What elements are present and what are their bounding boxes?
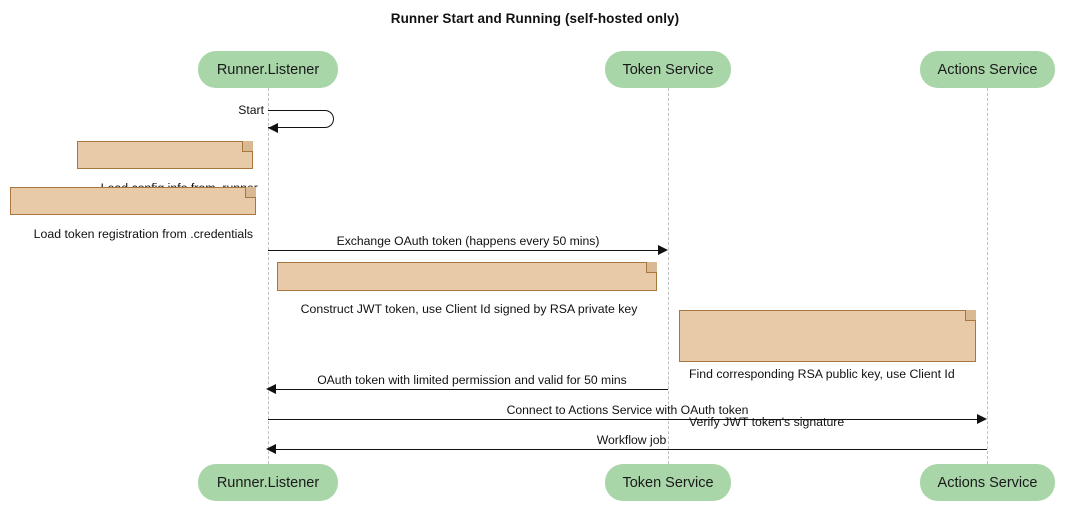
message-label-start: Start [238,103,264,117]
lifeline-actions [987,88,988,464]
note-fold-corner [965,310,976,321]
note-text-line1: Find corresponding RSA public key, use C… [689,367,955,381]
participant-runner-top[interactable]: Runner.Listener [198,51,338,88]
participant-token-top[interactable]: Token Service [605,51,731,88]
participant-label: Token Service [622,474,714,491]
note-load-token-registration: Load token registration from .credential… [10,187,256,241]
participant-label: Actions Service [937,474,1038,491]
message-label-oauth-token-response: OAuth token with limited permission and … [317,373,627,387]
message-arrowhead-workflow-job [266,444,276,454]
participant-label: Token Service [622,61,714,78]
participant-label: Runner.Listener [216,61,320,78]
message-label-exchange-oauth-token: Exchange OAuth token (happens every 50 m… [336,234,600,248]
message-arrowhead-exchange-oauth-token [658,245,668,255]
note-construct-jwt-token: Construct JWT token, use Client Id signe… [277,262,657,316]
message-selfloop-start [268,110,334,128]
participant-actions-bottom[interactable]: Actions Service [920,464,1055,501]
note-text-line2: Verify JWT token's signature [689,415,845,429]
diagram-title: Runner Start and Running (self-hosted on… [390,11,680,26]
message-arrowhead-connect-actions-service [977,414,987,424]
message-arrowhead-start [268,123,278,133]
message-arrowhead-oauth-token-response [266,384,276,394]
lifeline-token [668,88,669,464]
note-text: Construct JWT token, use Client Id signe… [300,302,638,316]
participant-label: Actions Service [937,61,1038,78]
note-fold-corner [245,187,256,198]
participant-runner-bottom[interactable]: Runner.Listener [198,464,338,501]
message-line-workflow-job [276,449,987,450]
message-label-workflow-job: Workflow job [596,433,667,447]
message-line-exchange-oauth-token [268,250,660,251]
participant-label: Runner.Listener [216,474,320,491]
participant-actions-top[interactable]: Actions Service [920,51,1055,88]
message-line-oauth-token-response [276,389,668,390]
message-label-connect-actions-service: Connect to Actions Service with OAuth to… [506,403,749,417]
note-load-config: Load config info from .runner [77,141,258,195]
note-verify-jwt-signature: Find corresponding RSA public key, use C… [679,310,976,429]
note-fold-corner [646,262,657,273]
lifeline-runner [268,88,269,464]
message-line-connect-actions-service [268,419,979,420]
note-fold-corner [242,141,253,152]
note-text: Load token registration from .credential… [33,227,254,241]
participant-token-bottom[interactable]: Token Service [605,464,731,501]
